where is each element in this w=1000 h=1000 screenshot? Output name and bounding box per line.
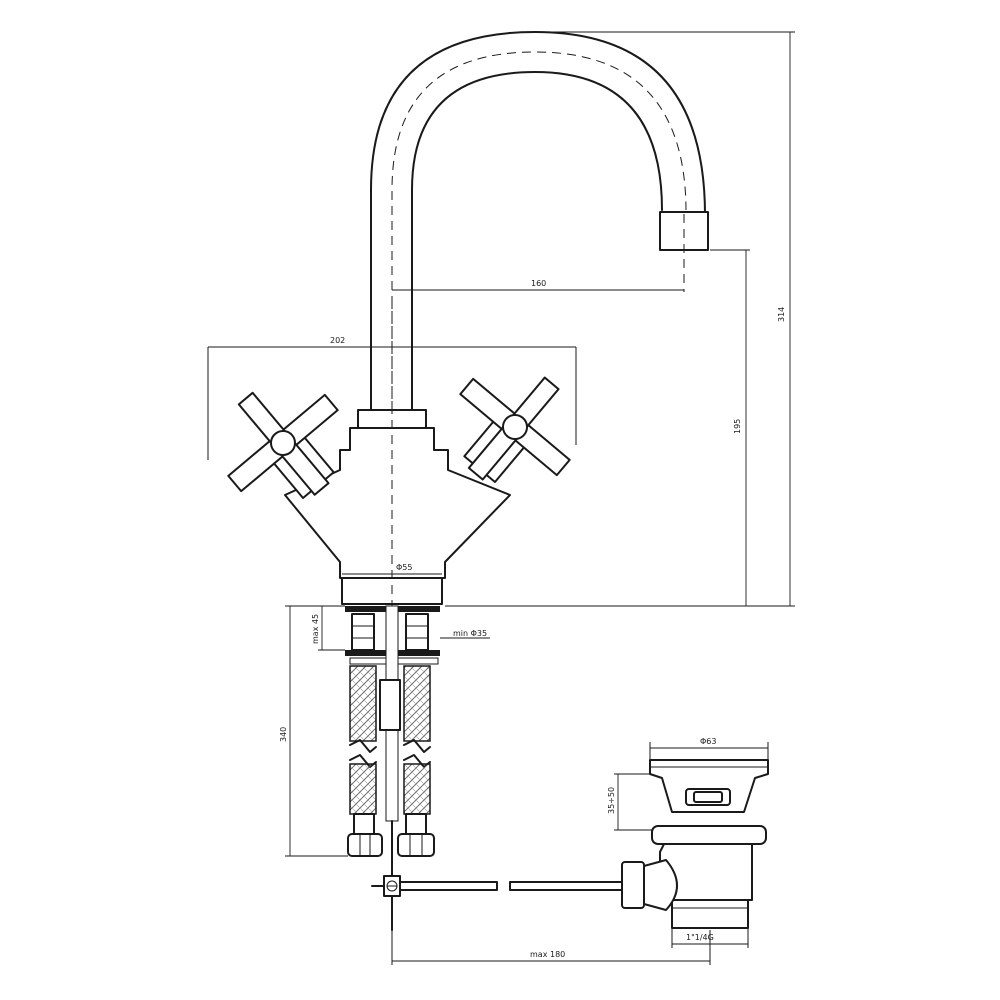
- waste-head: [649, 759, 769, 813]
- waste-lever-nut: [621, 861, 645, 909]
- hose-right-upper: [403, 665, 431, 742]
- left-cross-handle: [227, 391, 339, 499]
- dim-waste-thread: 1"1/4G: [686, 933, 714, 942]
- hose-connector-right-top: [405, 613, 429, 651]
- waste-thread: [671, 899, 749, 929]
- spout: [370, 31, 709, 411]
- dim-hole-diameter: min Φ35: [453, 629, 487, 638]
- popup-waste: [621, 759, 769, 929]
- dim-handle-span: 202: [330, 336, 345, 345]
- dim-hose-length: 340: [279, 727, 288, 742]
- waste-nut: [651, 825, 767, 845]
- dim-waste-head-diameter: Φ63: [700, 737, 716, 746]
- hose-connector-right-bottom: [397, 813, 435, 857]
- dim-total-height: 314: [777, 307, 786, 322]
- hose-left-upper: [349, 665, 377, 742]
- hose-right-lower: [403, 763, 431, 815]
- lift-rod-left: [399, 881, 498, 891]
- dim-base-diameter: Φ55: [396, 563, 412, 572]
- dim-waste-head-height: 35÷50: [607, 787, 616, 814]
- dim-deck-thickness: max 45: [311, 614, 320, 644]
- dim-spout-height: 195: [733, 419, 742, 434]
- faucet-body: [284, 427, 511, 579]
- dim-rod-length: max 180: [530, 950, 565, 959]
- hose-left-lower: [349, 763, 377, 815]
- lift-rod-right: [509, 881, 623, 891]
- hose-connector-left-bottom: [347, 813, 383, 857]
- hose-connector-left-top: [351, 613, 375, 651]
- dimension-lines: 314 195 160 202 Φ55 max 45 min Φ35 340: [207, 31, 795, 965]
- right-cross-handle: [459, 376, 571, 483]
- fixing-nut: [379, 679, 401, 731]
- underdeck-assembly: [345, 605, 623, 931]
- faucet: [227, 31, 709, 612]
- dim-spout-reach: 160: [531, 279, 546, 288]
